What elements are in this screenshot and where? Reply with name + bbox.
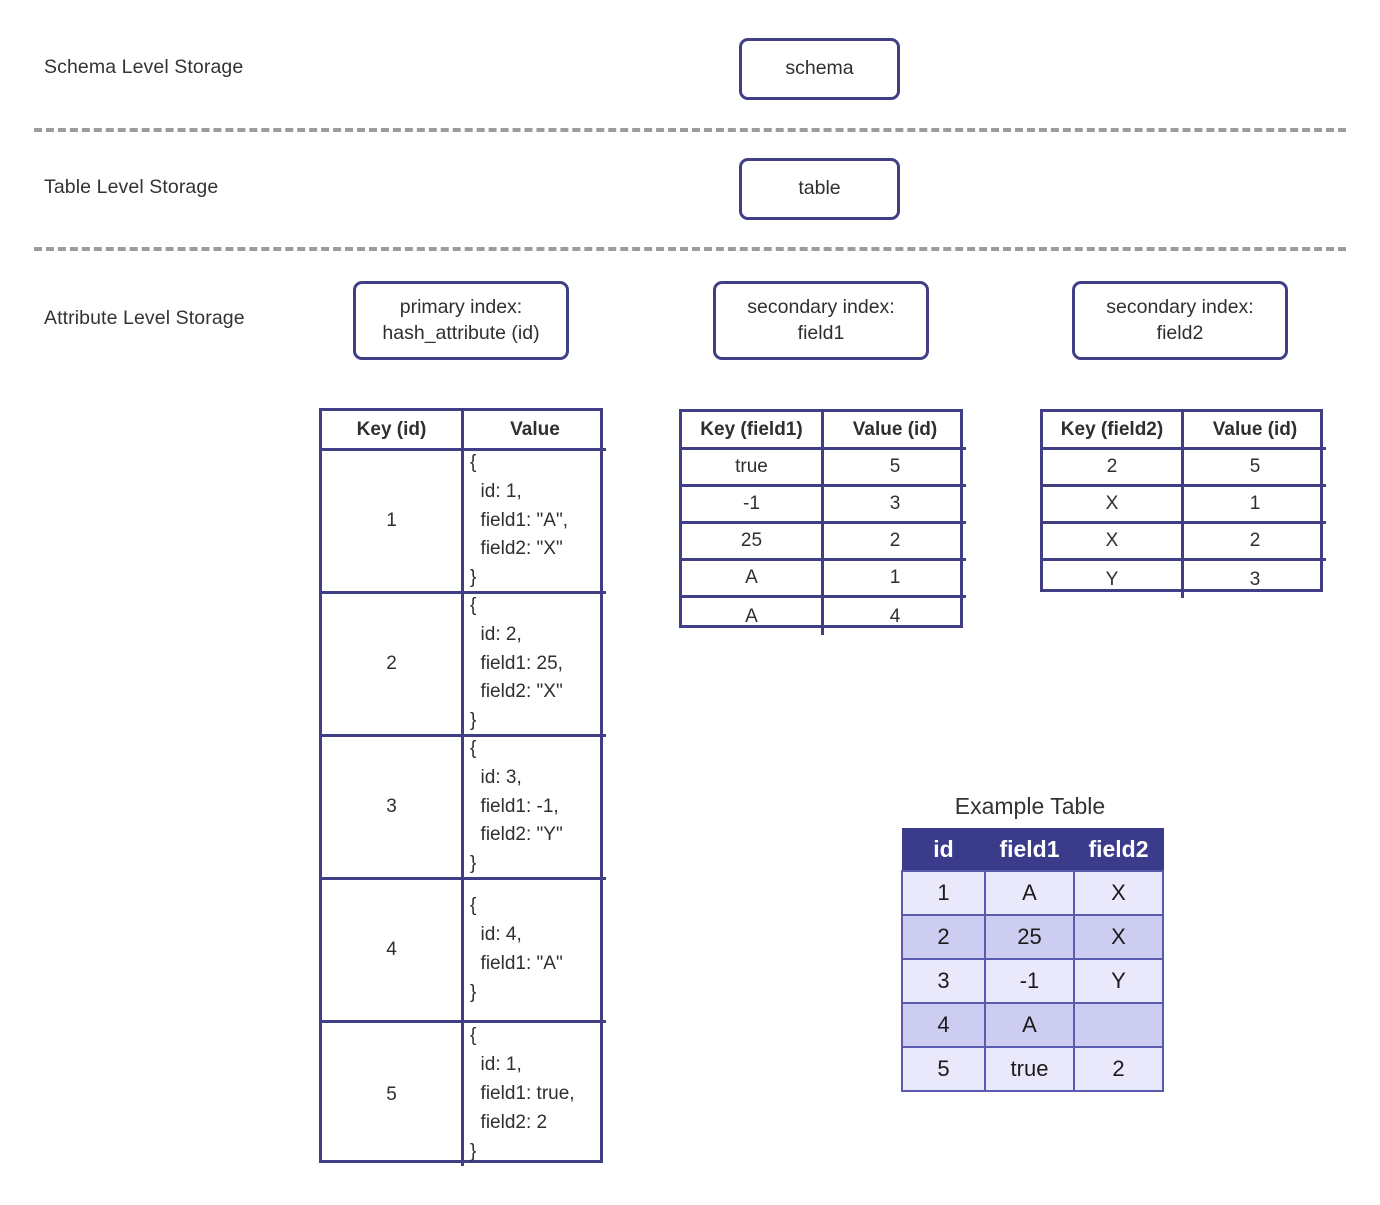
- field1-index-key-2: -1: [682, 487, 824, 524]
- field1-index-value-4: 1: [824, 561, 966, 598]
- field1-index-header-value: Value (id): [824, 412, 966, 450]
- example-header-field2: field2: [1073, 828, 1164, 872]
- primary-index-kv-table: Key (id) Value 1 { id: 1, field1: "A", f…: [319, 408, 606, 1166]
- example-cell-id-4: 4: [901, 1002, 986, 1048]
- node-secondary-index-field2[interactable]: secondary index: field2: [1072, 281, 1288, 360]
- example-cell-field2-3: Y: [1073, 958, 1164, 1004]
- node-secondary-index-field1[interactable]: secondary index: field1: [713, 281, 929, 360]
- node-table[interactable]: table: [739, 158, 900, 220]
- field1-index-header-key: Key (field1): [682, 412, 824, 450]
- level-label-table: Table Level Storage: [44, 176, 219, 198]
- primary-index-key-3: 3: [322, 737, 464, 880]
- field2-index-key-1: 2: [1043, 450, 1184, 487]
- field2-index-header-value: Value (id): [1184, 412, 1326, 450]
- field2-index-value-3: 2: [1184, 524, 1326, 561]
- field2-index-kv-table: Key (field2) Value (id) 2 5 X 1 X 2 Y 3: [1040, 409, 1326, 598]
- primary-index-key-1: 1: [322, 451, 464, 594]
- table-row: 1 A X: [901, 870, 1164, 916]
- field2-index-key-2: X: [1043, 487, 1184, 524]
- example-table-header-row: id field1 field2: [901, 828, 1164, 872]
- divider-table-attribute: [34, 247, 1346, 251]
- primary-index-value-4: { id: 4, field1: "A" }: [464, 880, 606, 1023]
- example-cell-id-5: 5: [901, 1046, 986, 1092]
- example-cell-id-2: 2: [901, 914, 986, 960]
- example-cell-field1-4: A: [984, 1002, 1075, 1048]
- example-cell-id-1: 1: [901, 870, 986, 916]
- primary-index-value-1: { id: 1, field1: "A", field2: "X" }: [464, 451, 606, 594]
- field1-index-key-3: 25: [682, 524, 824, 561]
- field1-index-value-5: 4: [889, 605, 901, 627]
- divider-schema-table: [34, 128, 1346, 132]
- table-row: 4 A: [901, 1002, 1164, 1048]
- primary-index-key-5: 5: [322, 1023, 464, 1166]
- field1-index-key-4: A: [682, 561, 824, 598]
- primary-index-key-2: 2: [322, 594, 464, 737]
- example-table-title: Example Table: [954, 793, 1106, 819]
- example-cell-field1-3: -1: [984, 958, 1075, 1004]
- example-table: id field1 field2 1 A X 2 25 X 3: [901, 828, 1164, 1092]
- node-primary-index[interactable]: primary index: hash_attribute (id): [353, 281, 569, 360]
- example-cell-field2-4: [1073, 1002, 1164, 1048]
- example-cell-field1-2: 25: [984, 914, 1075, 960]
- field1-index-value-3: 2: [824, 524, 966, 561]
- table-row: 5 true 2: [901, 1046, 1164, 1092]
- primary-index-key-4: 4: [322, 880, 464, 1023]
- example-cell-field1-1: A: [984, 870, 1075, 916]
- field1-index-value-1: 5: [824, 450, 966, 487]
- example-header-id: id: [901, 828, 986, 872]
- example-cell-field2-5: 2: [1073, 1046, 1164, 1092]
- primary-index-value-3: { id: 3, field1: -1, field2: "Y" }: [464, 737, 606, 880]
- field1-index-kv-table: Key (field1) Value (id) true 5 -1 3 25 2…: [679, 409, 966, 635]
- field1-index-value-2: 3: [824, 487, 966, 524]
- field2-index-value-2: 1: [1184, 487, 1326, 524]
- primary-index-header-value: Value: [464, 411, 606, 451]
- table-row: 2 25 X: [901, 914, 1164, 960]
- primary-index-value-5: { id: 1, field1: true, field2: 2 }: [470, 1025, 575, 1162]
- field2-index-header-key: Key (field2): [1043, 412, 1184, 450]
- field1-index-key-5: A: [682, 598, 824, 635]
- field1-index-key-1: true: [682, 450, 824, 487]
- field2-index-key-4: Y: [1043, 561, 1184, 598]
- example-cell-field1-5: true: [984, 1046, 1075, 1092]
- level-label-attribute: Attribute Level Storage: [44, 307, 245, 329]
- example-cell-field2-2: X: [1073, 914, 1164, 960]
- example-table-block: Example Table id field1 field2 1 A X 2 2…: [901, 793, 1164, 1092]
- field2-index-value-4: 3: [1249, 568, 1261, 590]
- node-schema[interactable]: schema: [739, 38, 900, 100]
- primary-index-header-key: Key (id): [322, 411, 464, 451]
- example-cell-id-3: 3: [901, 958, 986, 1004]
- table-row: 3 -1 Y: [901, 958, 1164, 1004]
- level-label-schema: Schema Level Storage: [44, 56, 244, 78]
- field2-index-key-3: X: [1043, 524, 1184, 561]
- field2-index-value-1: 5: [1184, 450, 1326, 487]
- example-cell-field2-1: X: [1073, 870, 1164, 916]
- primary-index-value-2: { id: 2, field1: 25, field2: "X" }: [464, 594, 606, 737]
- example-header-field1: field1: [984, 828, 1075, 872]
